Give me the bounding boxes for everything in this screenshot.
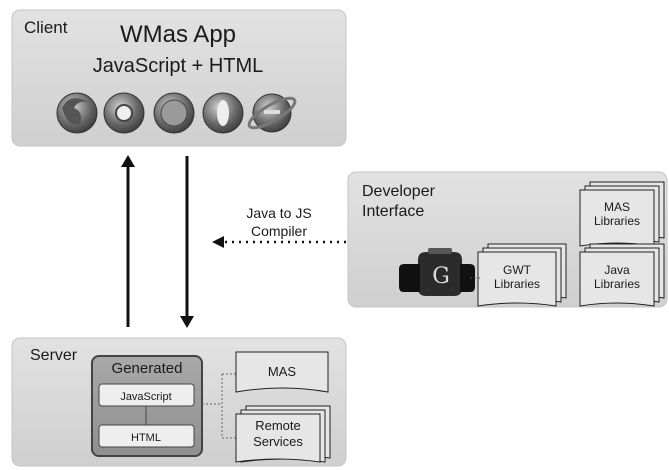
gwt-logo-letter: G (432, 264, 450, 289)
mas-libraries-line1: MAS (604, 200, 630, 214)
gwt-libraries-line1: GWT (503, 263, 532, 277)
request-arrow (121, 155, 135, 327)
opera-icon (202, 92, 244, 134)
remote-label-line2: Services (253, 434, 303, 449)
developer-panel: Developer Interface MAS Libraries GWT Li… (347, 171, 668, 308)
client-panel: Client WMas App JavaScript + HTML (11, 9, 347, 147)
compiler-label-line1: Java to JS (246, 205, 311, 221)
internet-explorer-icon (247, 93, 297, 133)
server-panel: Server Generated JavaScript HTML MAS (11, 337, 347, 467)
remote-services-stack: Remote Services (235, 405, 331, 463)
response-arrow (180, 156, 194, 328)
html-label: HTML (131, 432, 161, 444)
mas-libraries-line2: Libraries (594, 214, 640, 228)
chrome-icon (103, 92, 145, 134)
interface-label: Interface (362, 203, 424, 220)
generated-box: Generated JavaScript HTML (91, 355, 203, 457)
compiler-arrow: Java to JS Compiler (212, 205, 346, 248)
server-label: Server (30, 347, 78, 364)
remote-label-line1: Remote (255, 418, 301, 433)
client-label: Client (24, 18, 68, 37)
gwt-libraries-stack: GWT Libraries (477, 243, 567, 307)
compiler-label-line2: Compiler (251, 223, 307, 239)
gwt-libraries-line2: Libraries (494, 277, 540, 291)
firefox-icon (56, 92, 98, 134)
server-connectors (202, 373, 236, 439)
app-title: WMas App (120, 21, 236, 48)
gwt-toolbox-icon: G (399, 248, 475, 296)
generated-title: Generated (112, 360, 183, 377)
java-libraries-line2: Libraries (594, 277, 640, 291)
app-subtitle: JavaScript + HTML (93, 55, 264, 77)
safari-icon (153, 92, 195, 134)
mas-box: MAS (235, 351, 329, 393)
java-libraries-stack: Java Libraries (579, 243, 665, 307)
developer-label: Developer (362, 183, 436, 200)
java-libraries-line1: Java (604, 263, 630, 277)
javascript-label: JavaScript (120, 391, 171, 403)
mas-label: MAS (268, 364, 297, 379)
mas-libraries-stack: MAS Libraries (579, 181, 665, 247)
